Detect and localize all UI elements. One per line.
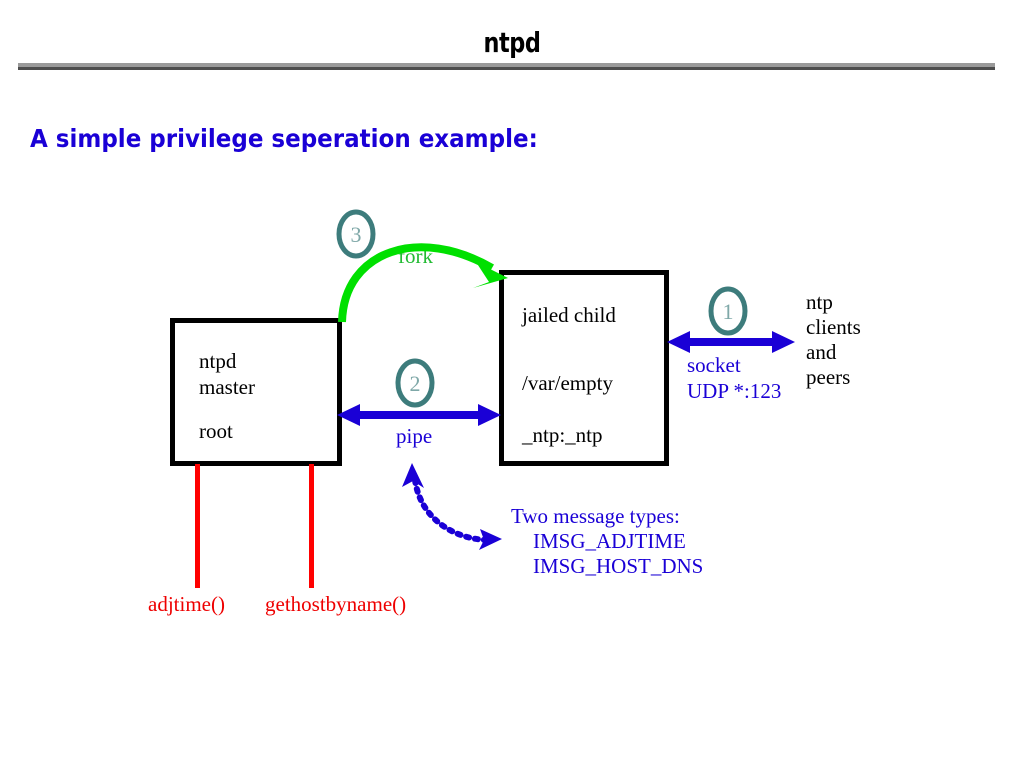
divider-band-top — [18, 63, 995, 67]
subtitle-text: A simple privilege seperation example: — [30, 124, 538, 153]
badge-3: 3 — [336, 209, 376, 259]
pipe-arrow-label: pipe — [396, 424, 433, 448]
external-line-1: ntp — [806, 290, 833, 314]
socket-arrow-label: socket UDP *:123 — [687, 352, 781, 404]
badge-2: 2 — [395, 358, 435, 408]
syscall-label-gethostbyname: gethostbyname() — [265, 592, 407, 616]
pipe-arrow — [337, 404, 501, 426]
message-types-text: Two message types: IMSG_ADJTIME IMSG_HOS… — [511, 504, 703, 579]
title-divider — [18, 63, 995, 70]
syscall-line-adjtime — [195, 464, 200, 588]
badge-1-digit: 1 — [723, 299, 734, 324]
external-line-3: and — [806, 340, 837, 364]
socket-arrow — [667, 331, 795, 353]
syscall-line-gethostbyname — [309, 464, 314, 588]
socket-label-line-1: socket — [687, 353, 741, 377]
master-box-line-3: root — [199, 419, 233, 443]
message-type-imsg-host-dns: IMSG_HOST_DNS — [533, 554, 704, 578]
message-type-imsg-adjtime: IMSG_ADJTIME — [533, 529, 686, 553]
process-box-master: ntpd master root — [170, 318, 342, 466]
master-box-line-2: master — [199, 375, 255, 399]
badge-1: 1 — [708, 286, 748, 336]
badge-3-digit: 3 — [351, 222, 362, 247]
message-types-pointer-arrow — [402, 463, 502, 550]
page-title: ntpd — [483, 26, 541, 59]
external-line-4: peers — [806, 365, 851, 389]
socket-label-line-2: UDP *:123 — [687, 379, 782, 403]
message-types-heading: Two message types: — [511, 504, 680, 528]
badge-2-digit: 2 — [410, 371, 421, 396]
child-box-line-2: /var/empty — [522, 371, 613, 395]
child-box-line-1: jailed child — [522, 303, 616, 327]
master-box-line-1: ntpd — [199, 349, 237, 373]
syscall-label-adjtime: adjtime() — [148, 592, 225, 616]
fork-arrow-label: fork — [398, 244, 433, 268]
process-box-jailed-child: jailed child /var/empty _ntp:_ntp — [499, 270, 669, 466]
external-line-2: clients — [806, 315, 861, 339]
divider-band-bottom — [18, 67, 995, 70]
child-box-line-3: _ntp:_ntp — [522, 423, 603, 447]
external-clients-text: ntp clients and peers — [806, 290, 861, 390]
